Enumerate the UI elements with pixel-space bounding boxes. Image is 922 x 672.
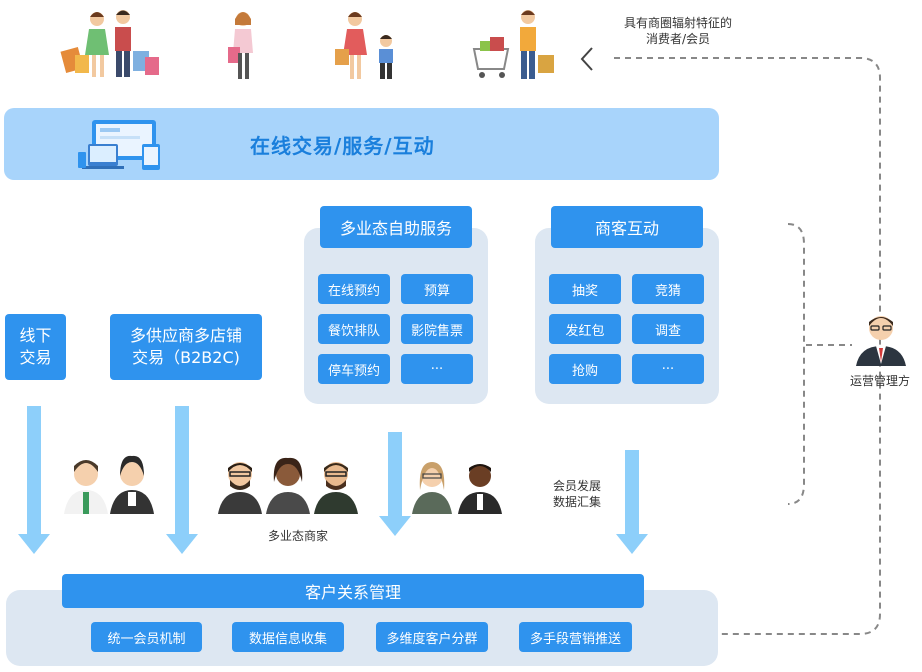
down-arrow-icon (379, 432, 411, 536)
member-data-line2: 数据汇集 (552, 495, 601, 509)
interaction-item: 发红包 (549, 314, 621, 344)
self-service-item: 餐饮排队 (318, 314, 390, 344)
shoppers-couple-illustration (60, 10, 159, 77)
down-arrow-icon (18, 406, 50, 554)
operator-avatar (856, 316, 906, 366)
consumer-label-line1: 具有商圈辐射特征的 (623, 16, 732, 30)
multi-supplier-line2: 交易（B2B2C) (132, 348, 240, 367)
operator-label: 运营管理方 (849, 374, 910, 388)
offline-trade-box: 线下 交易 (5, 314, 66, 380)
offline-trade-line2: 交易 (19, 348, 52, 367)
self-service-item: 影院售票 (401, 314, 473, 344)
member-data-label: 会员发展 数据汇集 (542, 478, 612, 510)
interaction-item: 竞猜 (632, 274, 704, 304)
interaction-item: 抢购 (549, 354, 621, 384)
crm-title: 客户关系管理 (62, 574, 644, 608)
self-service-item: ··· (401, 354, 473, 384)
consumer-label-line2: 消费者/会员 (645, 32, 711, 46)
shopper-woman-illustration (228, 12, 253, 79)
self-service-item: 预算 (401, 274, 473, 304)
staff-pair-2-avatar (412, 462, 502, 514)
crm-item: 多手段营销推送 (519, 622, 632, 652)
multi-supplier-line1: 多供应商多店铺 (129, 326, 242, 345)
interaction-item: ··· (632, 354, 704, 384)
down-arrow-icon (166, 406, 198, 554)
crm-item: 数据信息收集 (232, 622, 344, 652)
offline-trade-line1: 线下 (19, 326, 52, 345)
down-arrow-icon (616, 450, 648, 554)
banner-title: 在线交易/服务/互动 (250, 134, 435, 158)
merchants-label: 多业态商家 (267, 529, 328, 543)
crm-item: 多维度客户分群 (376, 622, 488, 652)
shopping-cart-man-illustration (472, 10, 554, 79)
member-data-line1: 会员发展 (552, 479, 601, 493)
self-service-item: 在线预约 (318, 274, 390, 304)
multi-supplier-box: 多供应商多店铺 交易（B2B2C) (110, 314, 262, 380)
merchants-group-avatar (218, 457, 358, 514)
consumer-label: 具有商圈辐射特征的 消费者/会员 (608, 15, 748, 47)
interaction-item: 调查 (632, 314, 704, 344)
self-service-item: 停车预约 (318, 354, 390, 384)
chevron-left-icon (580, 47, 593, 71)
self-service-title: 多业态自助服务 (320, 206, 472, 248)
staff-pair-avatar (64, 455, 154, 514)
crm-item: 统一会员机制 (91, 622, 202, 652)
mother-child-illustration (335, 12, 393, 79)
devices-icon (78, 120, 160, 170)
interaction-item: 抽奖 (549, 274, 621, 304)
interaction-title: 商客互动 (551, 206, 703, 248)
